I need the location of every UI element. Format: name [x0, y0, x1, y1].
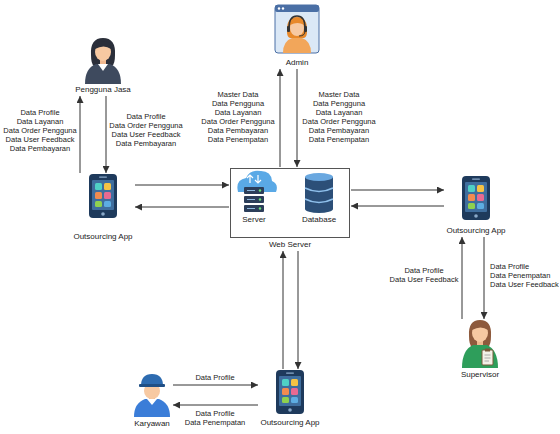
label-line: Data Penempatan: [185, 418, 245, 427]
actor-node: Pengguna Jasa: [74, 38, 132, 95]
edge-label: Data Profile Data Penempatan Data User F…: [490, 262, 559, 289]
label-line: Data User Feedback: [3, 135, 76, 144]
flow-arrow: [484, 237, 485, 319]
node-label: Pengguna Jasa: [74, 85, 132, 95]
flow-arrow: [280, 69, 281, 167]
label-line: Data Order Pengguna: [3, 126, 76, 135]
flow-arrow: [173, 405, 258, 406]
flow-arrow: [135, 185, 229, 186]
phone-icon: [89, 174, 117, 218]
label-line: Data Layanan: [201, 108, 274, 117]
node-label: Outsourcing App: [259, 418, 321, 428]
label-line: Data Penempatan: [302, 135, 375, 144]
label-line: Data Profile: [109, 112, 182, 121]
label-line: Data Pembayaran: [109, 139, 182, 148]
node-label: Outsourcing App: [445, 226, 507, 236]
supervisor-icon: [462, 320, 498, 368]
app-node: Outsourcing App: [259, 370, 321, 428]
icon-space: [132, 373, 172, 419]
label-line: Data Profile: [490, 262, 559, 271]
label-line: Data Profile: [390, 266, 459, 275]
edge-label: Data Profile Data Order Pengguna Data Us…: [109, 112, 182, 148]
label-line: Data Pengguna: [302, 99, 375, 108]
flow-arrow: [80, 96, 81, 173]
icon-space: [274, 5, 320, 58]
label-line: Data Order Pengguna: [201, 117, 274, 126]
label-line: Master Data: [302, 90, 375, 99]
database-icon: [305, 173, 333, 213]
node-label: Karyawan: [132, 419, 172, 429]
edge-label: Data Profile: [195, 373, 234, 382]
flow-arrow: [298, 251, 299, 369]
label-line: Data Pembayaran: [3, 144, 76, 153]
label-line: Master Data: [201, 90, 274, 99]
edge-label: Master Data Data Pengguna Data Layanan D…: [201, 90, 274, 144]
label-line: Data Order Pengguna: [109, 121, 182, 130]
node-label: Supervisor: [458, 370, 502, 380]
icon-space: [445, 176, 507, 226]
employee-icon: [134, 374, 170, 417]
node-label: Server: [232, 215, 276, 225]
icon-space: [458, 320, 502, 370]
app-node: Outsourcing App: [445, 176, 507, 236]
label-line: Data Layanan: [302, 108, 375, 117]
server-node: Server: [232, 171, 276, 225]
flow-arrow: [351, 190, 444, 191]
label-line: Data Order Pengguna: [302, 117, 375, 126]
label-line: Data User Feedback: [390, 275, 459, 284]
label-line: Data Pembayaran: [302, 126, 375, 135]
server-icon: [237, 171, 277, 212]
icon-space: [72, 174, 134, 232]
admin-icon: [275, 5, 319, 53]
icon-space: [230, 168, 350, 240]
node-label: Admin: [274, 58, 320, 68]
web-server-group: Web Server Server Database: [230, 168, 350, 250]
flow-arrow: [297, 69, 298, 167]
icon-space: [259, 370, 321, 418]
label-line: Data Profile: [3, 108, 76, 117]
edge-label: Data Profile Data User Feedback: [390, 266, 459, 284]
label-line: Data Profile: [185, 409, 245, 418]
label-line: Data Profile: [195, 373, 234, 382]
edge-label: Master Data Data Pengguna Data Layanan D…: [302, 90, 375, 144]
node-label: Web Server: [230, 240, 350, 250]
flow-arrow: [106, 96, 107, 173]
icon-space: [297, 171, 341, 215]
label-line: Data Layanan: [3, 117, 76, 126]
customer-icon: [85, 38, 121, 84]
phone-icon: [276, 370, 304, 414]
label-line: Data Penempatan: [201, 135, 274, 144]
database-node: Database: [297, 171, 341, 225]
icon-space: [74, 38, 132, 85]
node-label: Outsourcing App: [72, 232, 134, 242]
actor-node: Admin: [274, 5, 320, 68]
label-line: Data Pembayaran: [201, 126, 274, 135]
label-line: Data Penempatan: [490, 271, 559, 280]
label-line: Data User Feedback: [490, 280, 559, 289]
server-frame: [230, 168, 350, 238]
flow-arrow: [135, 207, 229, 208]
flow-arrow: [351, 206, 444, 207]
icon-space: [232, 171, 276, 215]
flow-arrow: [462, 237, 463, 319]
flow-arrow: [283, 251, 284, 369]
app-node: Outsourcing App: [72, 174, 134, 242]
actor-node: Karyawan: [132, 373, 172, 429]
phone-icon: [462, 176, 490, 220]
label-line: Data Pengguna: [201, 99, 274, 108]
edge-label: Data Profile Data Layanan Data Order Pen…: [3, 108, 76, 153]
node-label: Database: [297, 215, 341, 225]
edge-label: Data Profile Data Penempatan: [185, 409, 245, 427]
label-line: Data User Feedback: [109, 130, 182, 139]
flow-arrow: [173, 385, 258, 386]
actor-node: Supervisor: [458, 320, 502, 380]
